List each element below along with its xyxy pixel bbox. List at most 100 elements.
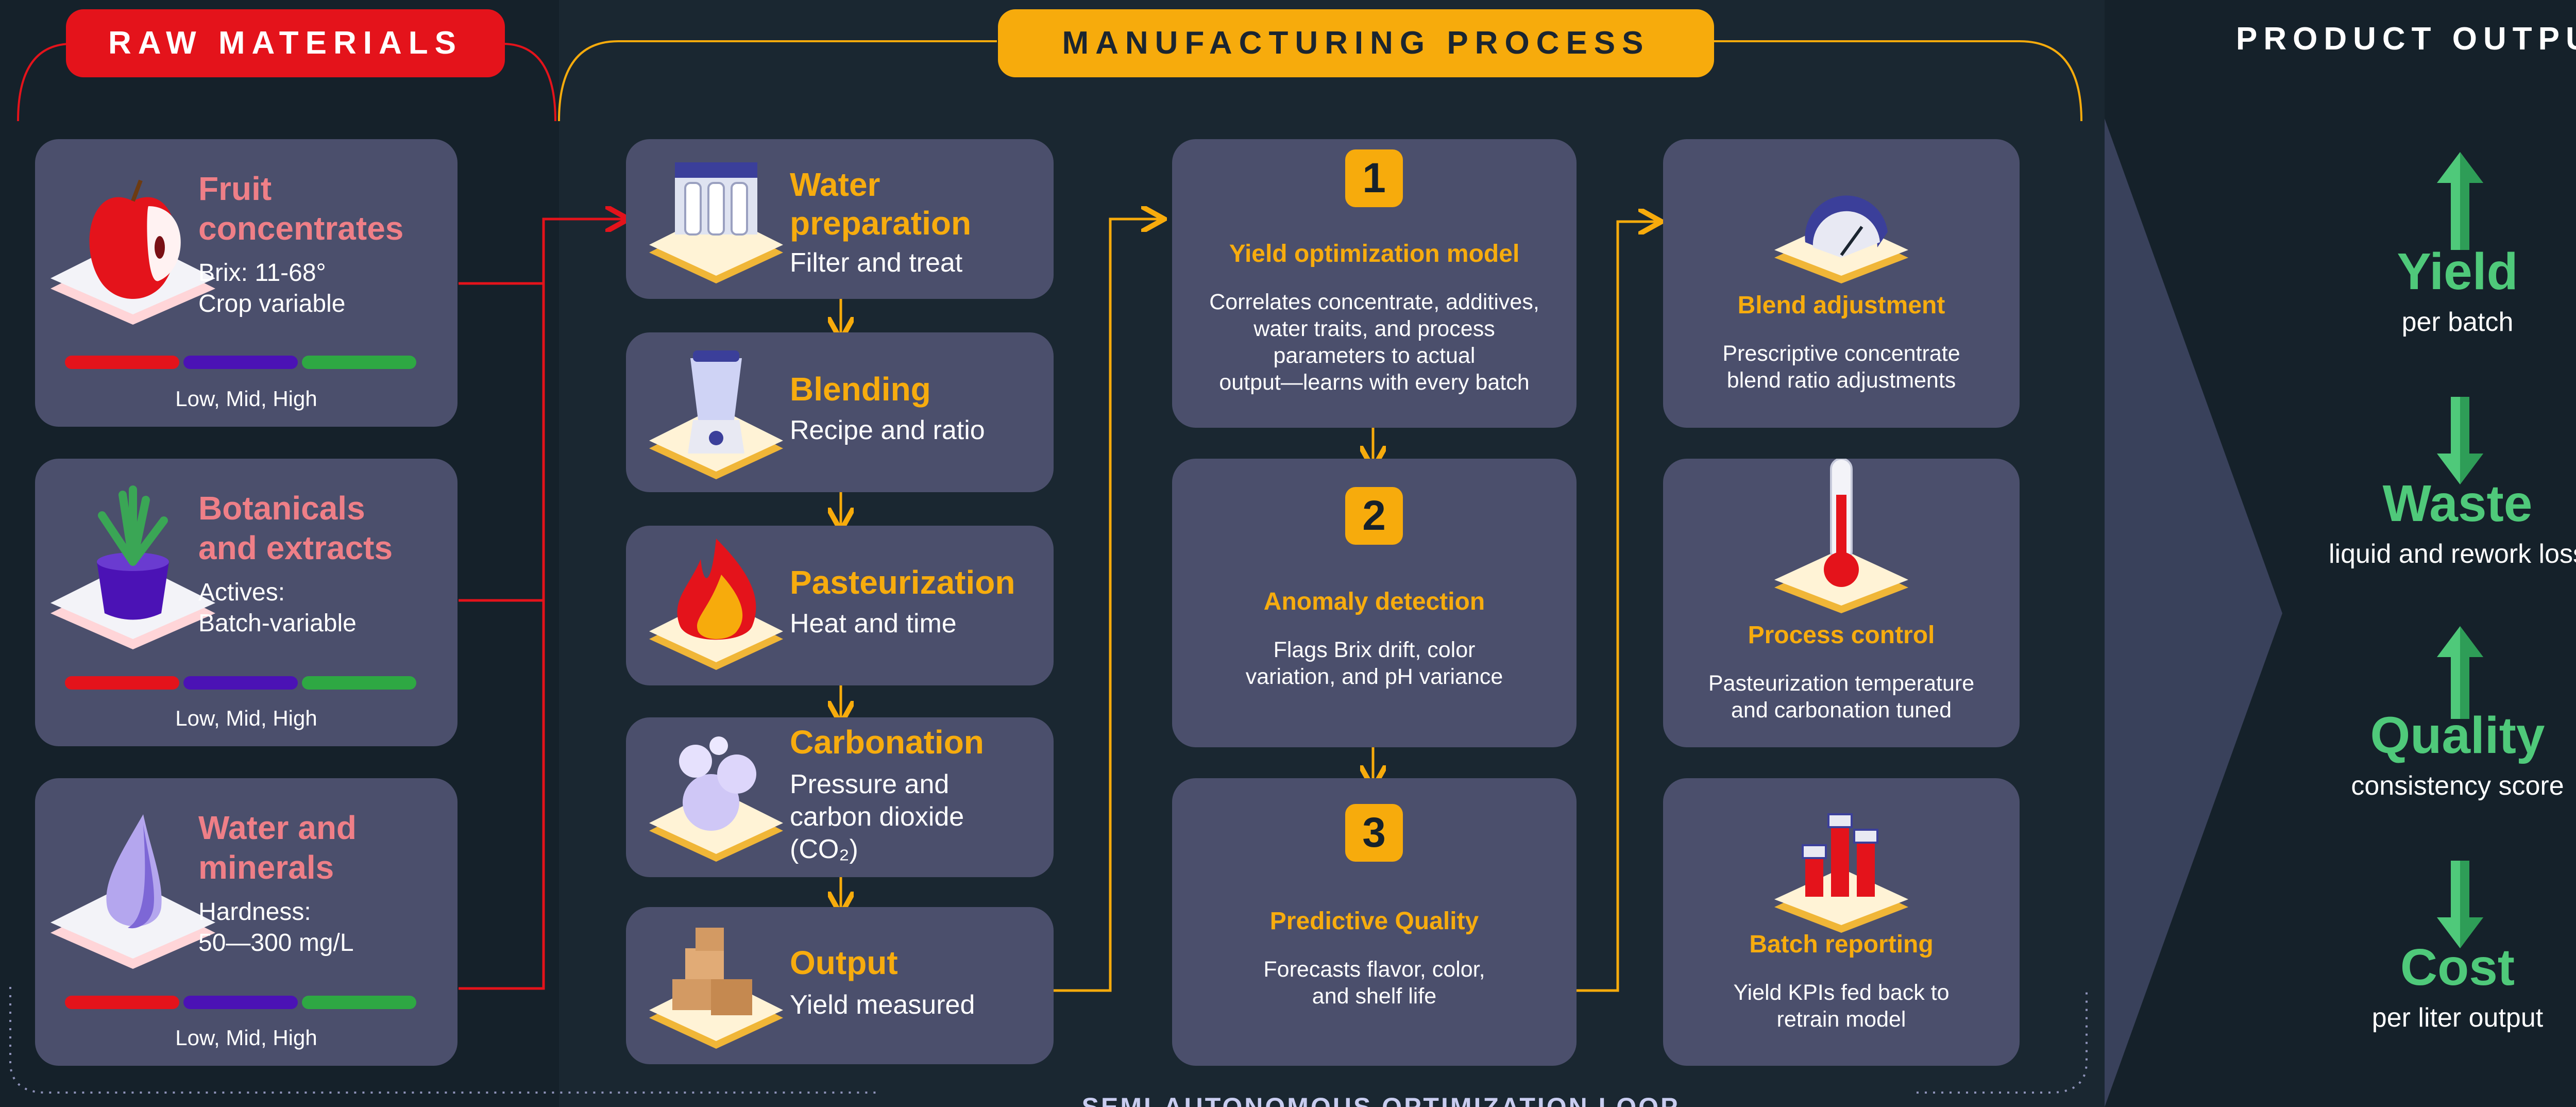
action-card-blend-adjustment: Blend adjustment Prescriptive concentrat… [1663,139,2020,428]
action-title: Process control [1748,622,1935,649]
action-card-batch-reporting: Batch reporting Yield KPIs fed back to r… [1663,778,2020,1066]
process-detail: Yield measured [790,990,975,1020]
plant-icon [50,485,215,649]
raw-detail: 50—300 mg/L [198,929,354,957]
level-bar-low [65,356,179,369]
raw-title: Botanicals [198,490,365,527]
model-text: output—learns with every batch [1219,370,1530,395]
raw-title: and extracts [198,529,393,566]
thermometer-icon [1774,459,1908,613]
model-text: Forecasts flavor, color, [1263,957,1485,982]
arrow-up-icon [2437,626,2483,719]
process-detail: Filter and treat [790,248,963,278]
raw-detail: Actives: [198,579,285,606]
optimization-loop-label: SEMI-AUTONOMOUS OPTIMIZATION LOOP [1081,1093,1680,1107]
model-card-predictive-quality: 3 Predictive Quality Forecasts flavor, c… [1172,778,1577,1066]
model-card-yield: 1 Yield optimization model Correlates co… [1172,139,1577,428]
level-bar-low [65,676,179,690]
raw-title: concentrates [198,210,404,247]
raw-card-water: Water and minerals Hardness: 50—300 mg/L… [35,778,457,1066]
water-filter-icon [649,162,783,283]
action-text: and carbonation tuned [1731,698,1952,723]
level-legend: Low, Mid, High [175,1026,317,1050]
raw-detail: Hardness: [198,898,311,926]
raw-detail: Batch-variable [198,610,357,637]
output-subtitle-waste: liquid and rework loss [2328,539,2576,569]
process-step-carbonation: Carbonation Pressure and carbon dioxide … [626,717,1054,877]
model-text: and shelf life [1312,984,1437,1009]
output-title-quality: Quality [2370,707,2545,764]
raw-title: Water and [198,809,357,846]
process-step-output: Output Yield measured [626,907,1054,1064]
process-detail: (CO₂) [790,834,858,864]
process-title: Carbonation [790,724,984,761]
output-title-waste: Waste [2382,475,2533,532]
model-card-anomaly: 2 Anomaly detection Flags Brix drift, co… [1172,459,1577,747]
apple-icon [50,179,215,325]
water-drop-icon [50,814,215,969]
raw-card-botanicals: Botanicals and extracts Actives: Batch-v… [35,459,457,746]
model-number: 2 [1345,487,1403,545]
raw-card-fruit: Fruit concentrates Brix: 11-68° Crop var… [35,139,457,427]
raw-detail: Crop variable [198,290,346,317]
output-subtitle-quality: consistency score [2351,771,2564,801]
process-title: preparation [790,205,972,242]
output-subtitle-yield: per batch [2401,307,2514,337]
process-title: Output [790,944,898,981]
bar-chart-icon [1774,813,1908,933]
action-text: Yield KPIs fed back to [1733,980,1950,1005]
level-bar-mid [183,356,298,369]
raw-title: Fruit [198,170,272,207]
action-title: Blend adjustment [1737,292,1945,319]
process-detail: Heat and time [790,609,957,639]
process-step-water-preparation: Water preparation Filter and treat [626,139,1054,299]
raw-materials-header: RAW MATERIALS [66,9,505,77]
output-subtitle-cost: per liter output [2371,1003,2544,1033]
output-title-yield: Yield [2397,243,2518,300]
manufacturing-process-header: MANUFACTURING PROCESS [998,9,1714,77]
fire-icon [649,539,783,670]
process-step-blending: Blending Recipe and ratio [626,332,1054,492]
model-text: Correlates concentrate, additives, [1209,290,1539,314]
output-title-cost: Cost [2400,938,2515,996]
model-title: Anomaly detection [1263,588,1485,615]
level-bar-high [302,356,416,369]
blender-icon [649,350,783,479]
level-bar-mid [183,676,298,690]
arrow-down-icon [2437,861,2483,948]
raw-detail: Brix: 11-68° [198,259,326,287]
level-bar-high [302,676,416,690]
action-text: retrain model [1776,1007,1906,1032]
level-bar-low [65,996,179,1009]
process-title: Water [790,166,880,203]
model-text: parameters to actual [1273,343,1476,368]
level-legend: Low, Mid, High [175,706,317,730]
action-text: Pasteurization temperature [1708,671,1975,696]
action-text: blend ratio adjustments [1726,368,1956,393]
level-legend: Low, Mid, High [175,387,317,411]
level-bar-mid [183,996,298,1009]
process-step-pasteurization: Pasteurization Heat and time [626,526,1054,685]
model-title: Yield optimization model [1229,240,1520,267]
model-title: Predictive Quality [1269,908,1479,935]
action-text: Prescriptive concentrate [1722,341,1960,366]
model-text: Flags Brix drift, color [1273,638,1476,662]
product-outputs-header: PRODUCT OUTPUTS [2236,21,2576,57]
process-title: Pasteurization [790,564,1015,601]
raw-title: minerals [198,849,334,886]
process-title: Blending [790,371,931,408]
model-text: water traits, and process [1253,316,1495,341]
action-card-process-control: Process control Pasteurization temperatu… [1663,459,2020,747]
process-detail: Recipe and ratio [790,415,985,445]
process-detail: carbon dioxide [790,802,964,832]
boxes-icon [649,928,783,1049]
model-number: 3 [1345,804,1403,862]
bubbles-icon [649,736,783,862]
arrow-up-icon [2437,152,2483,250]
model-number: 1 [1345,149,1403,207]
level-bar-high [302,996,416,1009]
gauge-icon [1774,195,1908,283]
action-title: Batch reporting [1749,931,1934,958]
model-text: variation, and pH variance [1245,664,1503,689]
process-detail: Pressure and [790,769,950,799]
